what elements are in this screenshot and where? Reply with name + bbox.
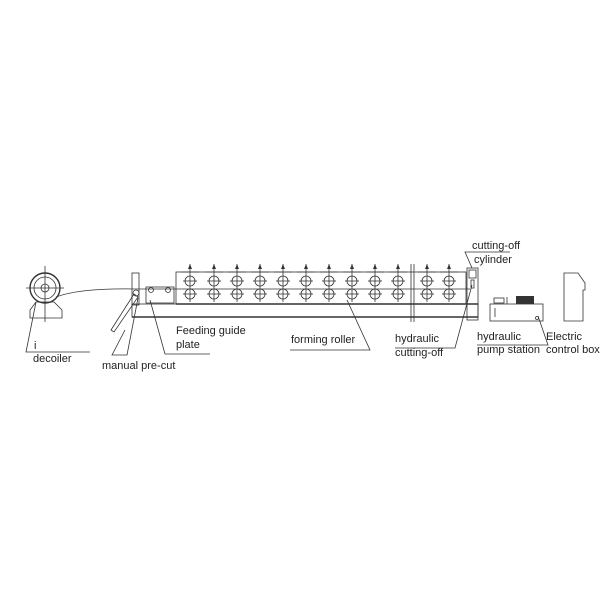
machine-base bbox=[131, 303, 479, 318]
label-manual-pre-cut: manual pre-cut bbox=[102, 360, 175, 372]
roller-station bbox=[181, 264, 199, 302]
label-decoiler: decoiler bbox=[33, 353, 72, 365]
roller-frame bbox=[175, 271, 467, 305]
label-feeding-guide-plate: plate bbox=[176, 339, 200, 351]
feeding-guide-plate bbox=[145, 286, 175, 304]
label-hydraulic-cutting: hydraulic bbox=[395, 333, 440, 345]
hydraulic-cutting-station bbox=[466, 267, 479, 321]
roller-station bbox=[343, 264, 361, 302]
label-forming-roller: forming roller bbox=[291, 334, 356, 346]
hydraulic-pump-station bbox=[489, 296, 544, 322]
label-pump-station: pump station bbox=[477, 344, 540, 356]
label-cutting-off-cylinder: cutting-off bbox=[472, 240, 521, 252]
label-control-box: control box bbox=[546, 344, 600, 356]
forming-roller-stations bbox=[181, 264, 458, 302]
roller-station bbox=[297, 264, 315, 302]
decoiler bbox=[26, 266, 64, 322]
roller-station bbox=[205, 264, 223, 302]
decoiler-mark: i bbox=[34, 340, 36, 352]
roller-station bbox=[274, 264, 292, 302]
roller-station bbox=[228, 264, 246, 302]
roller-station bbox=[320, 264, 338, 302]
roller-station bbox=[440, 264, 458, 302]
label-hydraulic-pump: hydraulic bbox=[477, 331, 522, 343]
roller-station bbox=[251, 264, 269, 302]
label-electric: Electric bbox=[546, 331, 583, 343]
steel-strip bbox=[55, 288, 470, 298]
manual-pre-cut bbox=[110, 272, 140, 333]
electric-control-box bbox=[563, 272, 586, 322]
roller-station bbox=[389, 264, 407, 302]
leader-lines bbox=[25, 251, 549, 356]
label-cylinder: cylinder bbox=[474, 254, 512, 266]
roller-station bbox=[366, 264, 384, 302]
roller-station bbox=[418, 264, 436, 302]
label-hydraulic-cutting-off: cutting-off bbox=[395, 347, 444, 359]
label-feeding-guide: Feeding guide bbox=[176, 325, 246, 337]
